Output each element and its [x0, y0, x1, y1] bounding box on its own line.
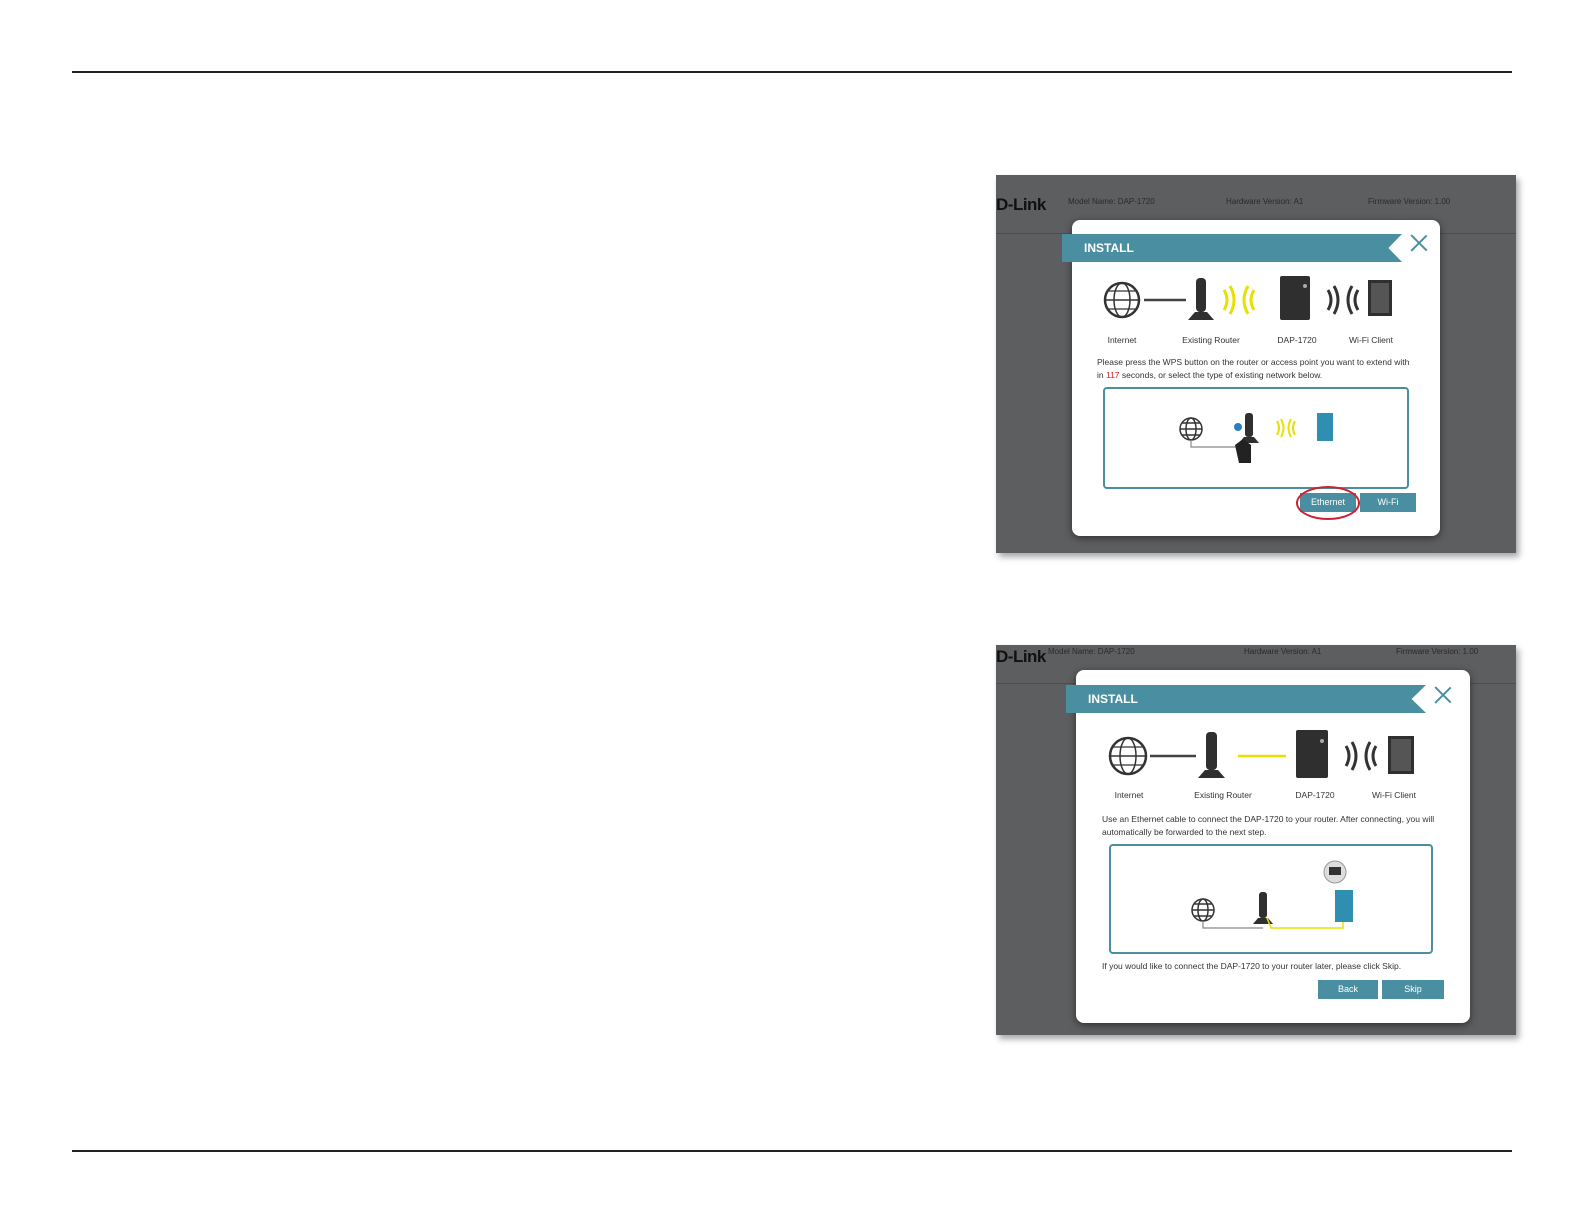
label-router: Existing Router	[1194, 790, 1252, 800]
model-name: Model Name: DAP-1720	[1068, 197, 1155, 206]
wifi-waves-icon	[1326, 285, 1360, 315]
close-icon[interactable]	[1434, 686, 1452, 704]
router-icon	[1188, 278, 1214, 320]
dlink-logo: D-Link	[996, 195, 1046, 214]
screenshot-ethernet-step: D-Link Model Name: DAP-1720 Hardware Ver…	[996, 645, 1516, 1035]
screenshot-wps-step: D-Link Model Name: DAP-1720 Hardware Ver…	[996, 175, 1516, 553]
model-name: Model Name: DAP-1720	[1048, 647, 1135, 656]
wifi-client-icon	[1388, 736, 1414, 774]
label-client: Wi-Fi Client	[1372, 790, 1416, 800]
globe-icon	[1103, 281, 1141, 319]
wifi-client-icon	[1368, 280, 1392, 316]
install-banner: INSTALL	[1062, 234, 1402, 262]
wps-illustration	[1179, 413, 1333, 463]
hardware-version: Hardware Version: A1	[1244, 647, 1322, 656]
wps-instructions: Please press the WPS button on the route…	[1097, 357, 1410, 380]
dap-device-icon	[1296, 730, 1328, 778]
wps-button-icon	[1234, 423, 1242, 431]
label-internet: Internet	[1114, 790, 1144, 800]
hardware-version: Hardware Version: A1	[1226, 197, 1304, 206]
label-client: Wi-Fi Client	[1349, 335, 1393, 345]
dlink-logo: D-Link	[996, 647, 1046, 666]
topology-diagram	[1103, 276, 1392, 320]
install-modal: INSTALL	[1062, 220, 1440, 536]
dap-device-icon	[1317, 413, 1333, 441]
globe-icon	[1179, 417, 1203, 441]
countdown-seconds: 117	[1105, 370, 1120, 380]
install-banner: INSTALL	[1066, 685, 1426, 713]
ethernet-highlight-circle	[1296, 486, 1360, 520]
ethernet-cable	[1266, 916, 1344, 929]
ethernet-instructions: Use an Ethernet cable to connect the DAP…	[1102, 814, 1435, 837]
dap-device-icon	[1280, 276, 1310, 320]
header-rule	[72, 71, 1512, 73]
label-internet: Internet	[1107, 335, 1137, 345]
router-icon	[1253, 892, 1273, 924]
firmware-version: Firmware Version: 1.00	[1396, 647, 1479, 656]
ethernet-illustration-panel	[1109, 844, 1433, 954]
dap-device-icon	[1335, 890, 1353, 922]
ethernet-illustration	[1191, 860, 1353, 929]
globe-icon	[1191, 898, 1215, 922]
firmware-version: Firmware Version: 1.00	[1368, 197, 1451, 206]
close-icon[interactable]	[1410, 234, 1428, 252]
back-button[interactable]: Back	[1318, 980, 1378, 999]
globe-icon	[1108, 736, 1148, 776]
router-icon	[1239, 413, 1259, 443]
footer-rule	[72, 1150, 1512, 1152]
label-dap: DAP-1720	[1295, 790, 1335, 800]
wifi-waves-icon	[1344, 741, 1378, 771]
skip-note: If you would like to connect the DAP-172…	[1102, 961, 1402, 971]
router-icon	[1198, 732, 1225, 778]
wireless-waves-icon	[1276, 418, 1296, 438]
skip-button[interactable]: Skip	[1382, 980, 1444, 999]
label-router: Existing Router	[1182, 335, 1240, 345]
wps-illustration-panel	[1103, 387, 1409, 489]
install-modal: INSTALL	[1066, 670, 1470, 1023]
wireless-waves-icon	[1222, 285, 1256, 315]
topology-diagram	[1108, 730, 1414, 778]
pointing-hand-icon	[1235, 439, 1251, 463]
wifi-button[interactable]: Wi-Fi	[1360, 493, 1416, 512]
label-dap: DAP-1720	[1277, 335, 1317, 345]
